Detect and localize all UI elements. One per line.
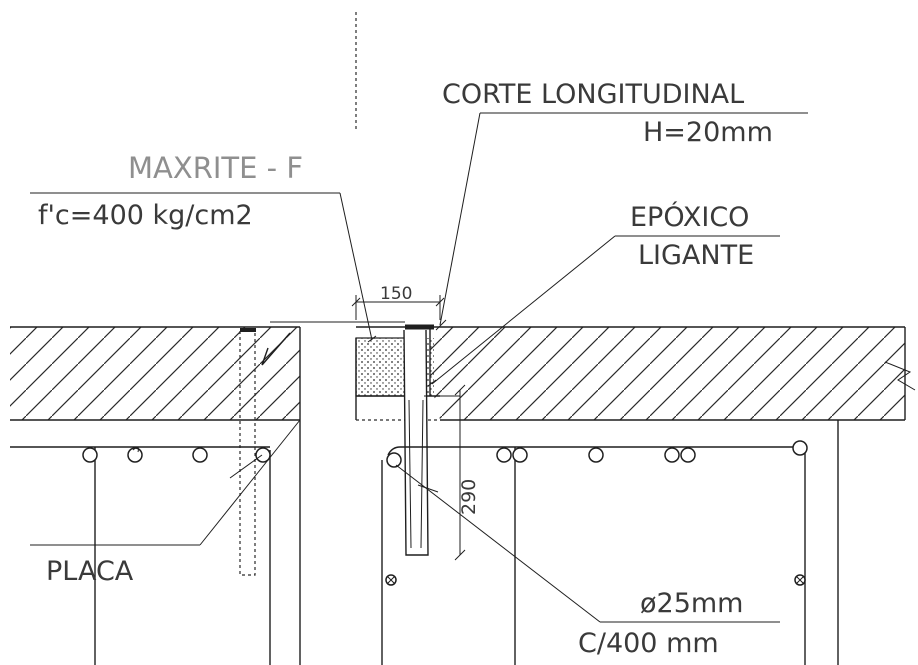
dimension-290-label: 290 — [458, 479, 480, 515]
maxrite-label: MAXRITE - F — [128, 151, 303, 185]
placa-callout: PLACA — [30, 419, 301, 587]
epoxico-label: EPÓXICO — [630, 201, 749, 233]
placa-label: PLACA — [46, 556, 134, 587]
left-beam — [10, 446, 271, 665]
corte-longitudinal-callout: CORTE LONGITUDINAL H=20mm — [435, 79, 808, 331]
epoxico-callout: EPÓXICO LIGANTE — [427, 201, 780, 387]
maxrite-callout: MAXRITE - F f'c=400 kg/cm2 — [30, 151, 377, 343]
right-slab — [430, 326, 916, 665]
ligante-label: LIGANTE — [638, 240, 754, 271]
right-beam — [381, 440, 808, 665]
dowel-bar — [403, 329, 460, 556]
corte-title: CORTE LONGITUDINAL — [442, 79, 744, 110]
corte-h: H=20mm — [643, 117, 773, 148]
diameter-label: ø25mm — [640, 588, 743, 619]
dimension-290: 290 — [454, 384, 480, 561]
dimension-150: 150 — [351, 284, 445, 320]
rebar-spec-callout: ø25mm C/400 mm — [395, 464, 780, 659]
left-slab — [10, 326, 301, 665]
fc-label: f'c=400 kg/cm2 — [38, 200, 253, 231]
rebar-section-markers — [385, 574, 806, 586]
dimension-150-label: 150 — [380, 284, 412, 304]
spacing-label: C/400 mm — [578, 628, 719, 659]
